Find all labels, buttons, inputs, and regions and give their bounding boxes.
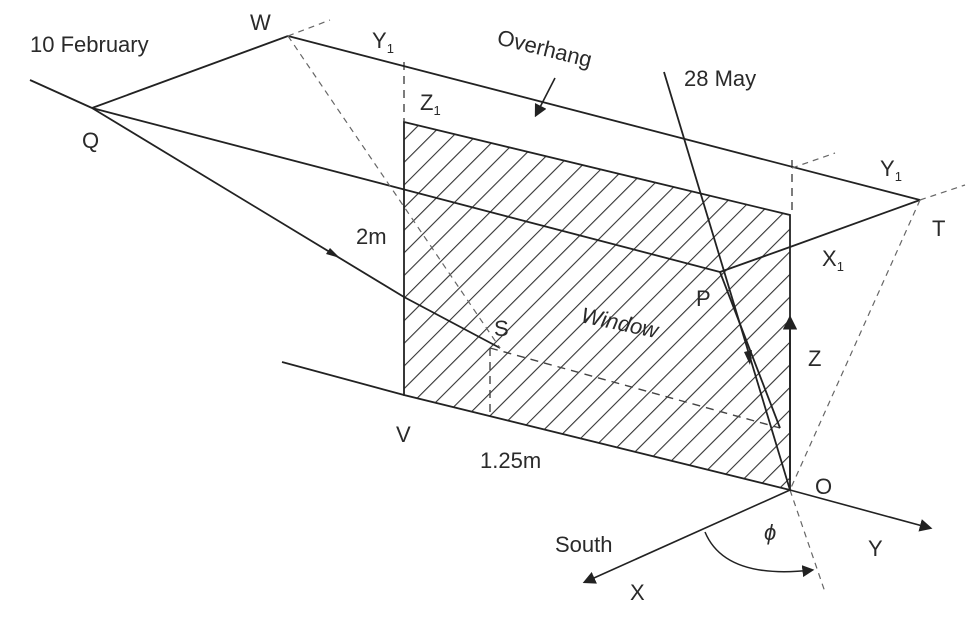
shadow-x1-to-t <box>789 199 921 248</box>
may-ray-arrow <box>744 350 752 365</box>
point-label-v: V <box>396 422 411 447</box>
height-label: 2m <box>356 224 387 249</box>
overhang-label: Overhang <box>495 25 595 73</box>
point-label-o: O <box>815 474 832 499</box>
y1-label-left: Y1 <box>372 28 394 56</box>
feb-ray-arrow <box>326 248 340 258</box>
w-dashed-diagonal <box>287 35 501 349</box>
x1-label: X1 <box>822 246 844 274</box>
date-label-may: 28 May <box>684 66 756 91</box>
shadow-p-to-x1 <box>719 246 791 273</box>
width-label: 1.25m <box>480 448 541 473</box>
overhang-t-extension <box>919 184 966 201</box>
overhang-right-extension <box>791 152 836 169</box>
overhang-pointer <box>534 77 556 118</box>
date-label-feb: 10 February <box>30 32 149 57</box>
point-label-w: W <box>250 10 271 35</box>
overhang-back-edge <box>287 35 921 201</box>
ground-line-left <box>281 361 405 396</box>
phi-dashed <box>789 489 826 593</box>
feb-s-line <box>403 296 501 349</box>
overhang-left-extension <box>287 19 331 37</box>
phi-label: ϕ <box>764 520 776 545</box>
point-label-t: T <box>932 216 945 241</box>
p-edge <box>719 271 781 429</box>
feb-sun-ray-incoming <box>29 79 93 109</box>
may-sun-ray <box>663 71 791 491</box>
z1-label: Z1 <box>420 90 441 118</box>
phi-arc <box>704 531 815 578</box>
feb-shadow-line-top <box>91 107 721 273</box>
z-axis-label: Z <box>808 346 821 371</box>
point-label-s: S <box>494 316 509 341</box>
y-axis-label: Y <box>868 536 883 561</box>
feb-sun-ray-to-s <box>91 107 405 298</box>
t-to-o-dashed <box>789 199 921 491</box>
point-label-p: P <box>696 286 711 311</box>
feb-qw-edge <box>91 35 289 109</box>
point-label-q: Q <box>82 128 99 153</box>
y1-label-right: Y1 <box>880 156 902 184</box>
x-axis-label: X <box>630 580 645 605</box>
y-axis <box>789 489 933 532</box>
south-label: South <box>555 532 613 557</box>
x-axis <box>582 489 791 584</box>
